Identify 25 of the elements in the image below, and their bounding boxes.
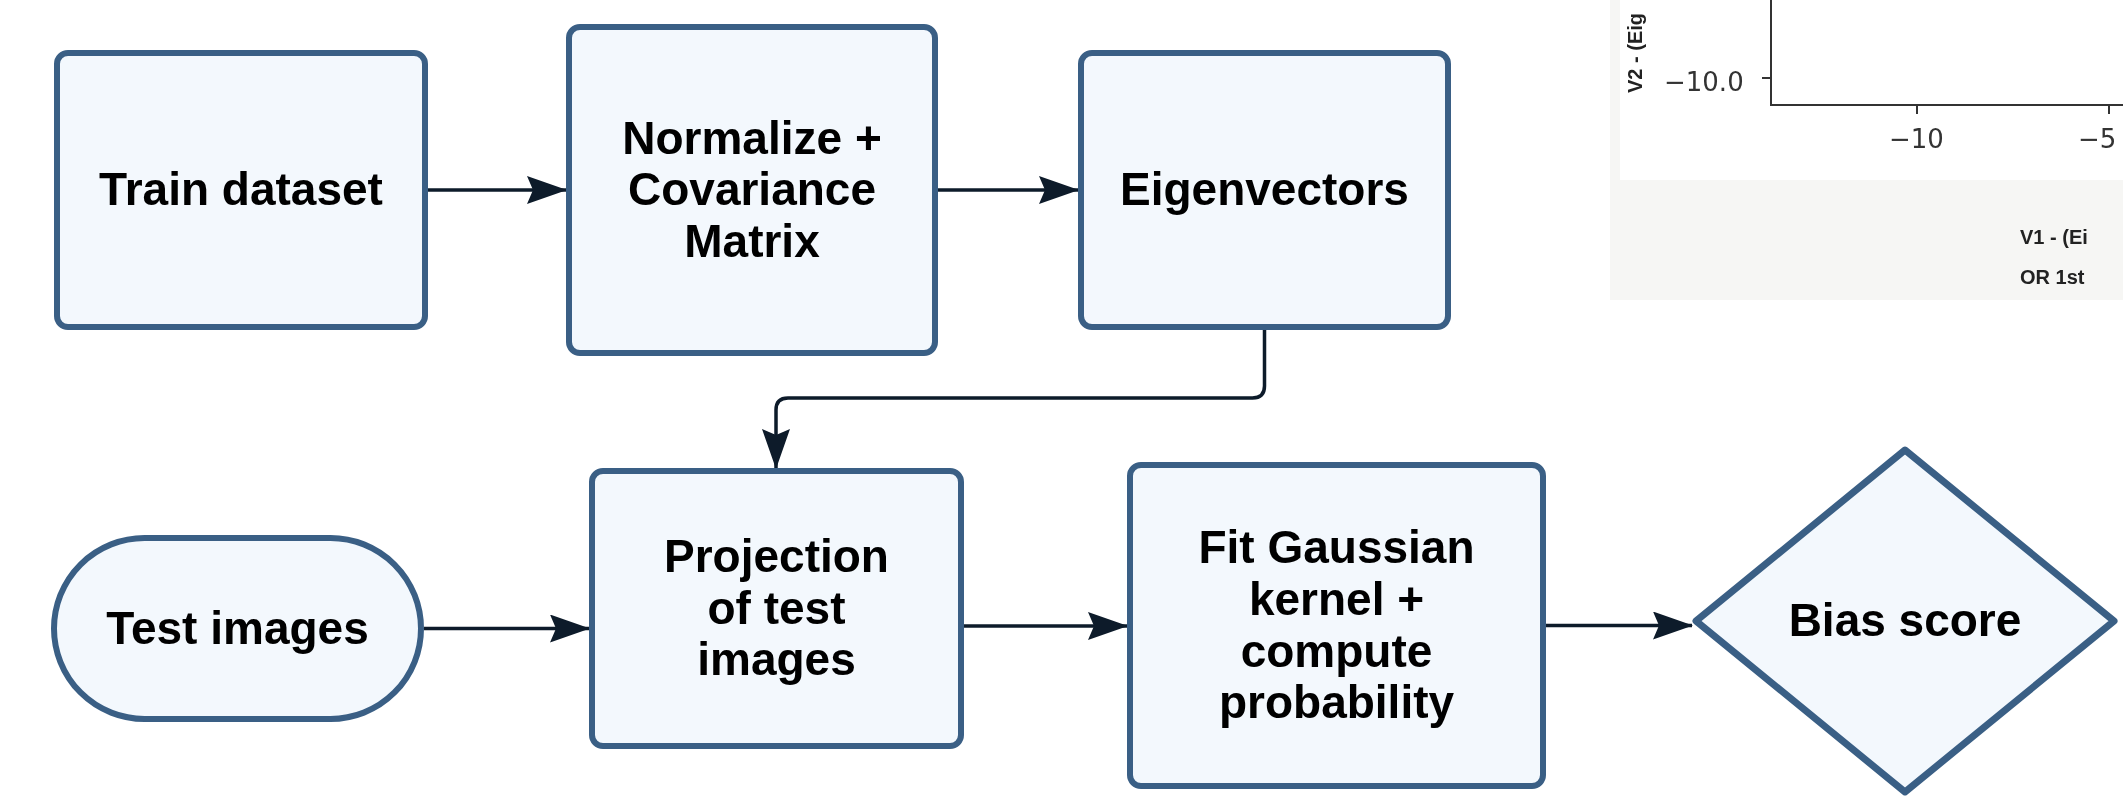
process-box xyxy=(566,24,938,356)
tick-label: −10 xyxy=(1889,123,1944,156)
arrow xyxy=(762,330,1267,469)
process-box xyxy=(589,468,964,749)
node-text: Projection of test images xyxy=(663,531,890,686)
tick-label: −10.0 xyxy=(1664,66,1744,99)
node-text: Fit Gaussian kernel + compute probability xyxy=(1197,522,1476,729)
axis-label: V1 - (Ei xyxy=(2020,225,2088,250)
arrow xyxy=(938,176,1079,204)
node-text: Train dataset xyxy=(99,164,383,216)
axis-label: OR 1st xyxy=(2020,265,2085,290)
node-text: Normalize + Covariance Matrix xyxy=(621,112,883,268)
process-box xyxy=(54,50,428,330)
process-box xyxy=(1078,50,1451,330)
arrow xyxy=(1546,611,1693,640)
tick-label: −5 xyxy=(2078,123,2117,156)
process-box xyxy=(1127,462,1546,789)
node-text: Eigenvectors xyxy=(1120,164,1409,216)
arrow xyxy=(428,176,567,204)
arrow xyxy=(964,612,1128,640)
axis-label: V2 - (Eig xyxy=(1623,12,1647,93)
node-text: Test images xyxy=(106,602,369,655)
decision-diamond xyxy=(1692,446,2118,796)
arrow xyxy=(424,614,590,643)
node-text: Bias score xyxy=(1788,595,2022,647)
